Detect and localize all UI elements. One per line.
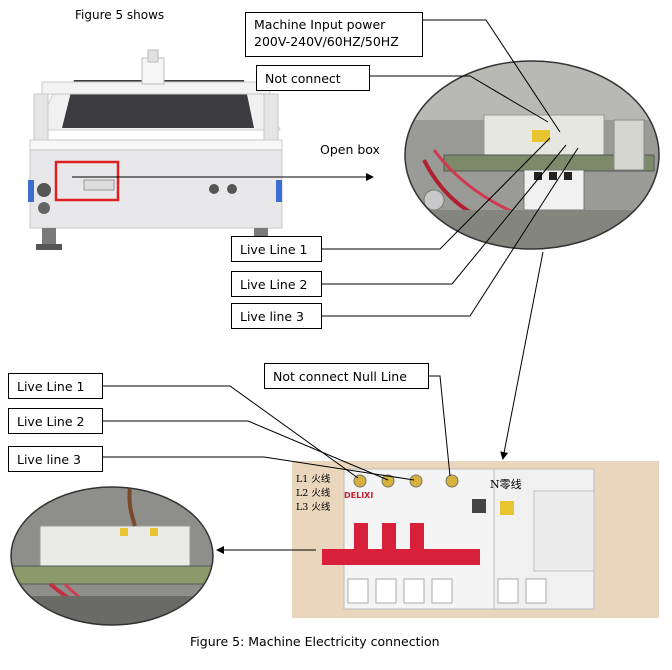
live-line-2-bottom-label: Live Line 2: [8, 408, 103, 434]
breaker-l2-label: L2 火线: [296, 488, 331, 499]
not-connect-null-line-label: Not connect Null Line: [264, 363, 429, 389]
machine-input-power-line2: 200V-240V/60HZ/50HZ: [254, 34, 399, 49]
figure-caption: Figure 5: Machine Electricity connection: [190, 634, 440, 649]
cutting-machine-image: [12, 30, 300, 266]
live-line-1-bottom-label: Live Line 1: [8, 373, 103, 399]
open-box-label: Open box: [320, 142, 380, 157]
not-connect-label: Not connect: [256, 65, 370, 91]
live-line-3-bottom-label: Live line 3: [8, 446, 103, 472]
breaker-n-label: N零线: [490, 478, 522, 491]
live-line-1-top-label: Live Line 1: [231, 236, 322, 262]
breaker-l3-label: L3 火线: [296, 502, 331, 513]
machine-input-power-label: Machine Input power 200V-240V/60HZ/50HZ: [245, 12, 423, 57]
breaker-brand: DELIXI: [344, 491, 374, 500]
live-line-2-top-label: Live Line 2: [231, 271, 322, 297]
machine-input-power-line1: Machine Input power: [254, 17, 386, 32]
breaker-l1-label: L1 火线: [296, 474, 331, 485]
control-box-photo: [404, 60, 660, 250]
live-line-3-top-label: Live line 3: [231, 303, 322, 329]
terminal-block-photo: [10, 486, 214, 626]
breaker-panel-photo: L1 火线 L2 火线 L3 火线 DELIXI N零线: [292, 461, 659, 618]
figure-intro: Figure 5 shows: [75, 8, 165, 22]
